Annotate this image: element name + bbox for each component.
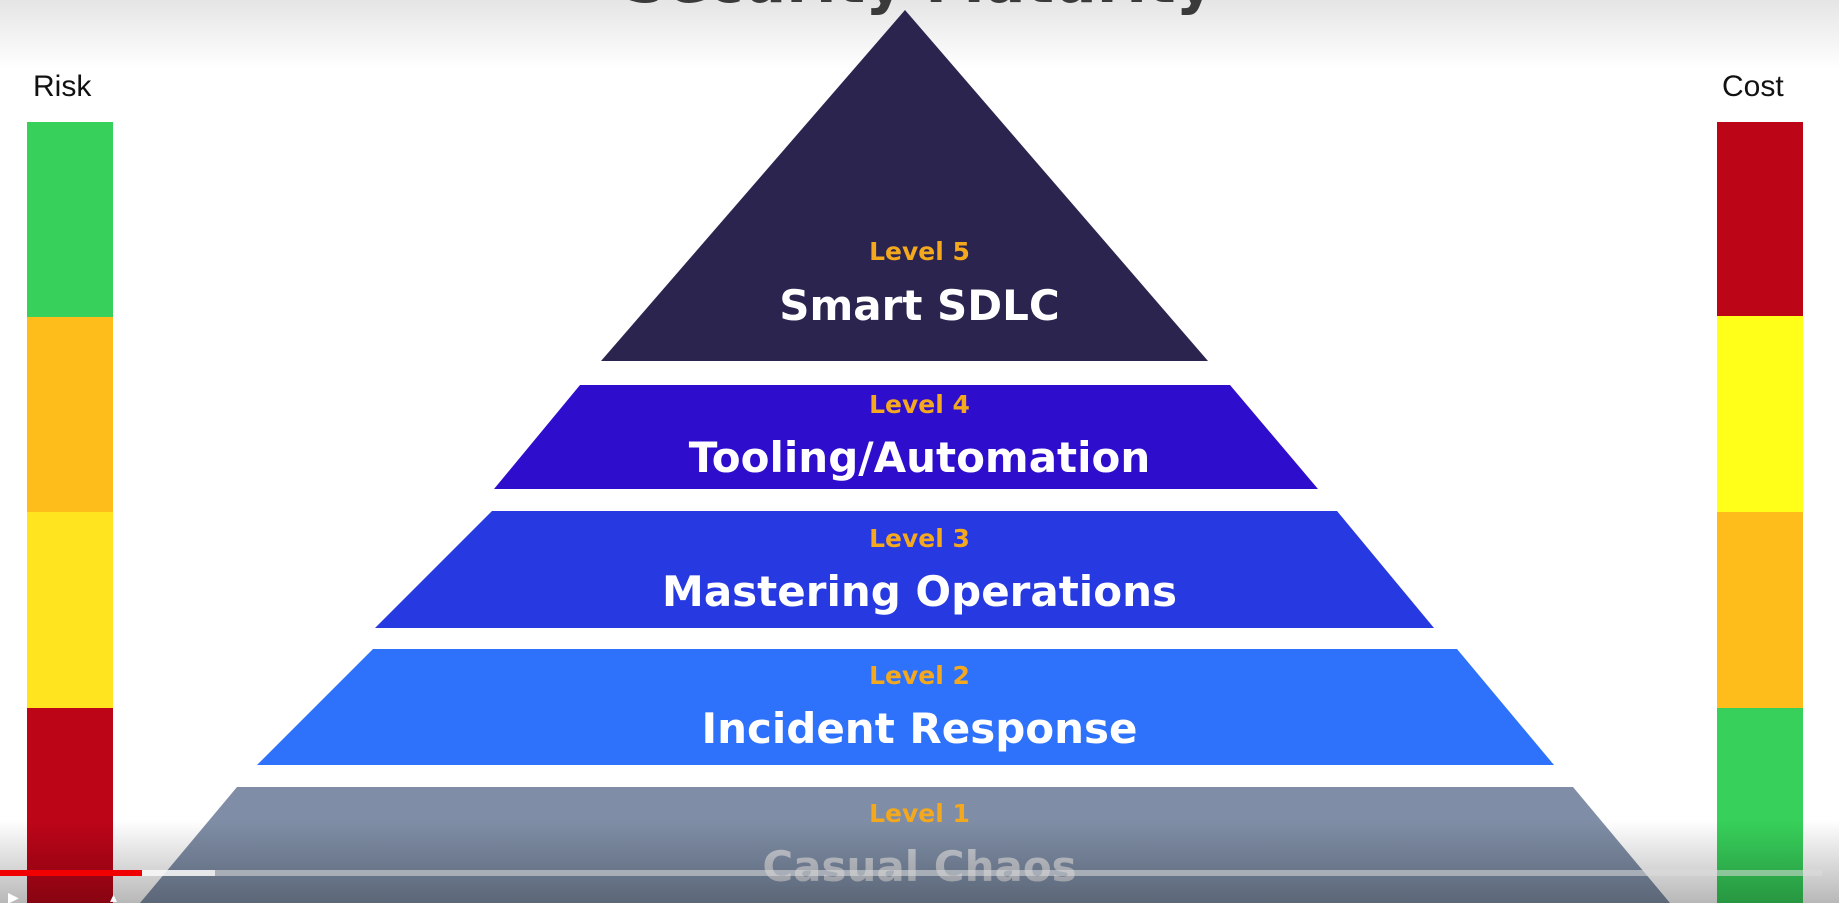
tier-2-level: Level 2	[869, 661, 970, 690]
tier-1-level: Level 1	[869, 799, 970, 828]
risk-scale-label: Risk	[33, 70, 92, 103]
tier-3-level: Level 3	[869, 524, 970, 553]
volume-icon[interactable]: ▴	[110, 890, 118, 903]
video-progress-bar[interactable]	[0, 870, 1822, 876]
cost-scale-label: Cost	[1722, 70, 1784, 103]
risk-segment-3	[27, 512, 113, 708]
tier-4-shape	[494, 385, 1318, 489]
tier-2-shape	[257, 649, 1554, 765]
tier-4-title: Tooling/Automation	[688, 433, 1151, 482]
tier-1-title: Casual Chaos	[762, 842, 1077, 891]
tier-5-title: Smart SDLC	[779, 281, 1060, 330]
cost-segment-3	[1717, 512, 1803, 708]
tier-2-title: Incident Response	[701, 704, 1138, 753]
risk-segment-2	[27, 317, 113, 512]
cost-segment-2	[1717, 316, 1803, 512]
tier-3-shape	[375, 511, 1434, 628]
tier-5-shape	[601, 10, 1208, 361]
tier-4-level: Level 4	[869, 390, 970, 419]
risk-segment-1	[27, 122, 113, 317]
tier-3-title: Mastering Operations	[662, 567, 1177, 616]
play-icon[interactable]: ▶	[8, 890, 19, 903]
cost-segment-1	[1717, 122, 1803, 316]
tier-5-level: Level 5	[869, 237, 970, 266]
video-played-bar	[0, 870, 142, 876]
slide-heading: Security Maturity	[0, 0, 1839, 12]
